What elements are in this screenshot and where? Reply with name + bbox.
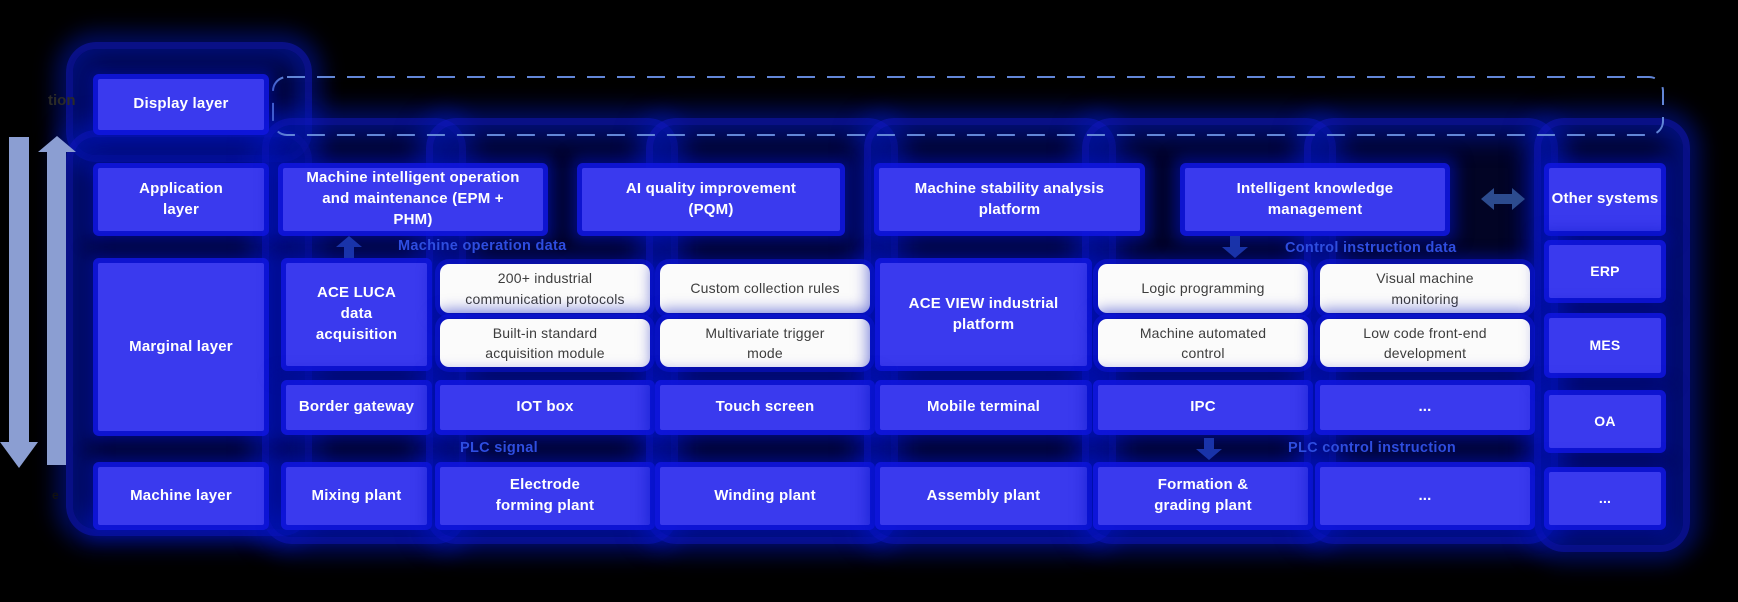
app-stability-box: Machine stability analysis platform bbox=[879, 168, 1140, 231]
cutoff-text-bottom: e bbox=[52, 488, 59, 502]
machine-operation-data-label: Machine operation data bbox=[398, 238, 567, 254]
double-arrow-icon bbox=[1481, 188, 1525, 210]
right-ellipsis-box: ... bbox=[1549, 472, 1661, 525]
machine-ellipsis-box: ... bbox=[1320, 467, 1530, 525]
mobile-terminal-box: Mobile terminal bbox=[880, 385, 1087, 430]
cutoff-text-top: tion bbox=[48, 92, 76, 109]
up-arrow-icon bbox=[336, 236, 362, 258]
ace-view-box: ACE VIEW industrial platform bbox=[880, 263, 1087, 366]
visual-monitoring-box: Visual machine monitoring bbox=[1320, 264, 1530, 313]
left-flow-arrows bbox=[0, 136, 76, 468]
down-arrow-icon bbox=[0, 137, 38, 468]
other-systems-box: Other systems bbox=[1549, 168, 1661, 231]
low-code-box: Low code front-end development bbox=[1320, 319, 1530, 367]
marginal-layer-box: Marginal layer bbox=[98, 263, 264, 431]
erp-box: ERP bbox=[1549, 245, 1661, 298]
up-arrow-icon bbox=[38, 136, 76, 465]
builtin-module-box: Built-in standard acquisition module bbox=[440, 319, 650, 367]
winding-plant-box: Winding plant bbox=[660, 467, 870, 525]
machine-automated-control-box: Machine automated control bbox=[1098, 319, 1308, 367]
control-instruction-data-label: Control instruction data bbox=[1285, 240, 1457, 256]
assembly-plant-box: Assembly plant bbox=[880, 467, 1087, 525]
app-epm-phm-box: Machine intelligent operation and mainte… bbox=[283, 168, 543, 231]
iot-box: IOT box bbox=[440, 385, 650, 430]
border-gateway-box: Border gateway bbox=[286, 385, 427, 430]
multivariate-box: Multivariate trigger mode bbox=[660, 319, 870, 367]
down-arrow-icon bbox=[1222, 236, 1248, 258]
protocols-box: 200+ industrial communication protocols bbox=[440, 264, 650, 313]
touch-screen-box: Touch screen bbox=[660, 385, 870, 430]
device-ellipsis-box: ... bbox=[1320, 385, 1530, 430]
dashed-outline bbox=[272, 76, 1664, 136]
plc-signal-label: PLC signal bbox=[460, 440, 538, 456]
mixing-plant-box: Mixing plant bbox=[286, 467, 427, 525]
app-pqm-box: AI quality improvement (PQM) bbox=[582, 168, 840, 231]
down-arrow-icon bbox=[1196, 438, 1222, 460]
application-layer-box: Application layer bbox=[98, 168, 264, 231]
ace-luca-box: ACE LUCA data acquisition bbox=[286, 263, 427, 366]
ipc-box: IPC bbox=[1098, 385, 1308, 430]
mes-box: MES bbox=[1549, 318, 1661, 373]
formation-grading-plant-box: Formation & grading plant bbox=[1098, 467, 1308, 525]
display-layer-box: Display layer bbox=[98, 79, 264, 130]
plc-control-instruction-label: PLC control instruction bbox=[1288, 440, 1457, 456]
electrode-plant-box: Electrode forming plant bbox=[440, 467, 650, 525]
logic-programming-box: Logic programming bbox=[1098, 264, 1308, 313]
app-knowledge-box: Intelligent knowledge management bbox=[1185, 168, 1445, 231]
custom-rules-box: Custom collection rules bbox=[660, 264, 870, 313]
machine-layer-box: Machine layer bbox=[98, 467, 264, 525]
oa-box: OA bbox=[1549, 395, 1661, 448]
